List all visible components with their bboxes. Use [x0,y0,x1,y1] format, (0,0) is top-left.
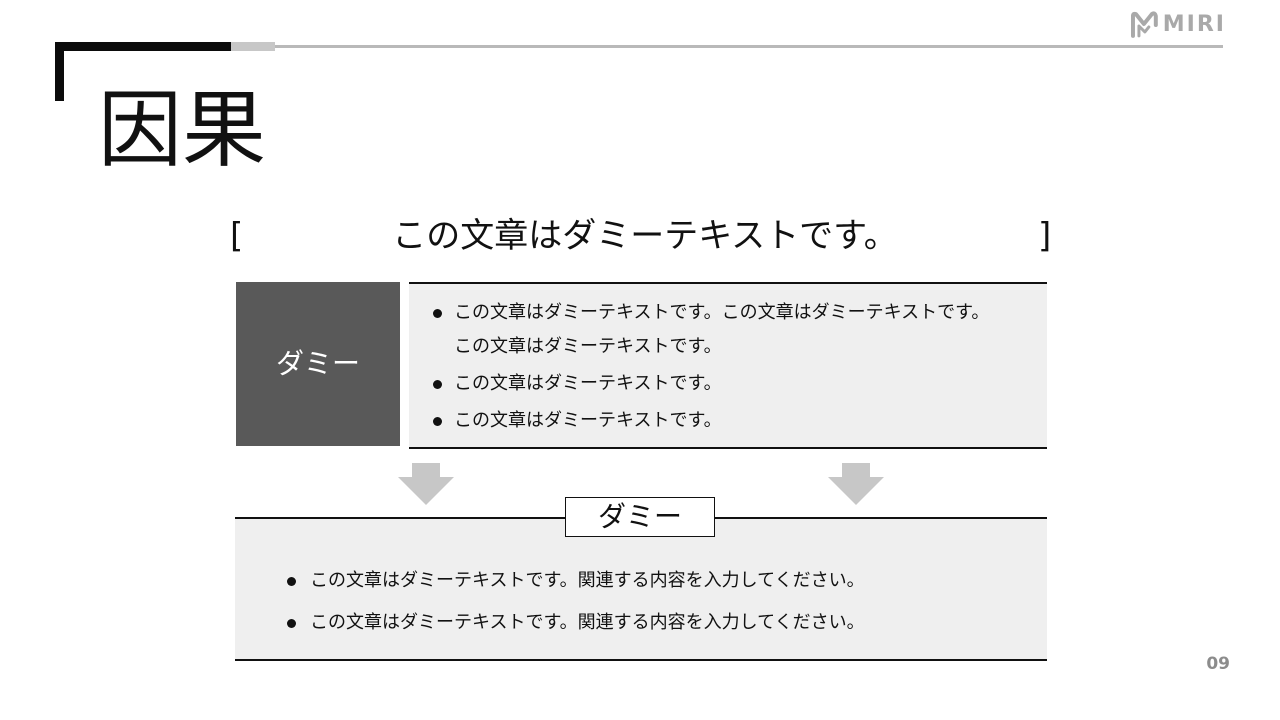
logo-text: MIRI [1162,12,1226,37]
brand-logo: MIRI [1130,10,1226,40]
page-number: 09 [1206,654,1230,674]
header-bar-gray [231,42,275,51]
effect-bullet-list: この文章はダミーテキストです。関連する内容を入力してください。 この文章はダミー… [287,565,1007,649]
down-arrow-icon [828,463,884,505]
effect-bullet: この文章はダミーテキストです。関連する内容を入力してください。 [287,565,1007,597]
miri-logo-icon [1130,11,1158,38]
cause-bullet: この文章はダミーテキストです。 [433,404,993,438]
cause-bullet: この文章はダミーテキストです。この文章はダミーテキストです。この文章はダミーテキ… [433,296,993,364]
subtitle-open-bracket: [ [230,216,244,256]
cause-bullet-list: この文章はダミーテキストです。この文章はダミーテキストです。この文章はダミーテキ… [433,296,993,441]
cause-label: ダミー [275,347,360,380]
header-corner-black [55,42,64,101]
header-bar-black [55,42,231,51]
cause-label-box: ダミー [236,282,400,446]
effect-panel: この文章はダミーテキストです。関連する内容を入力してください。 この文章はダミー… [235,517,1047,661]
subtitle: この文章はダミーテキストです。 [392,216,898,256]
cause-bullet: この文章はダミーテキストです。 [433,367,993,401]
down-arrow-icon [398,463,454,505]
effect-bullet: この文章はダミーテキストです。関連する内容を入力してください。 [287,607,1007,639]
cause-panel: この文章はダミーテキストです。この文章はダミーテキストです。この文章はダミーテキ… [409,282,1047,449]
header-rule [275,45,1223,48]
page-title: 因果 [98,81,267,179]
effect-label-tag: ダミー [565,497,715,537]
subtitle-close-bracket: ] [1038,216,1052,256]
effect-label: ダミー [597,500,682,533]
